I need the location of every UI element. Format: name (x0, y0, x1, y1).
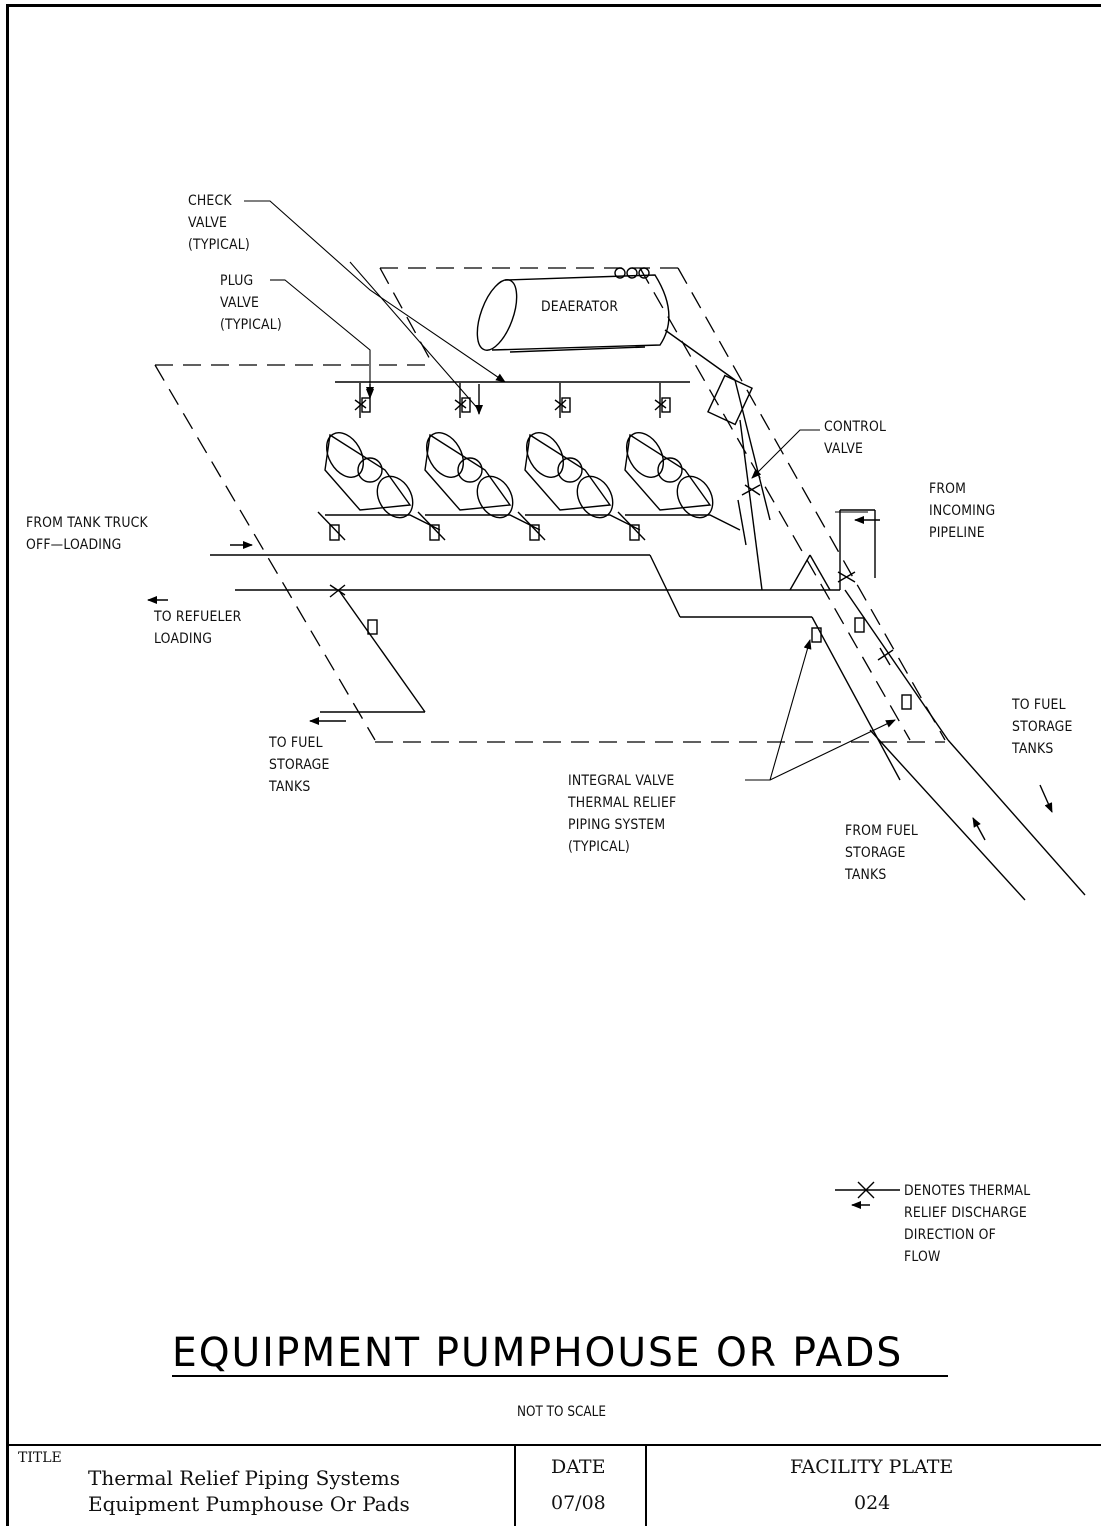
drawing-title-underline (172, 1375, 948, 1377)
label-to-fuel-storage-right: TO FUEL STORAGE TANKS (1012, 697, 1073, 757)
legend-text: DENOTES THERMAL RELIEF DISCHARGE DIRECTI… (904, 1183, 1031, 1265)
drawing-sheet-border (6, 4, 1101, 1526)
deaerator-vessel (476, 267, 670, 353)
scale-note: NOT TO SCALE (517, 1404, 606, 1420)
title-block: TITLE Thermal Relief Piping Systems Equi… (6, 1444, 1101, 1526)
title-line-2: Equipment Pumphouse Or Pads (88, 1492, 410, 1516)
label-from-tank-truck: FROM TANK TRUCK OFF—LOADING (26, 515, 148, 553)
legend-thermal-relief-symbol (835, 1181, 900, 1209)
label-plug-valve: PLUG VALVE (TYPICAL) (220, 273, 282, 333)
control-valve-symbol (707, 374, 763, 591)
label-check-valve: CHECK VALVE (TYPICAL) (188, 193, 250, 253)
title-block-divider (514, 1446, 516, 1526)
drawing-title: EQUIPMENT PUMPHOUSE OR PADS (172, 1330, 904, 1376)
label-from-fuel-storage: FROM FUEL STORAGE TANKS (845, 823, 919, 883)
label-deaerator: DEAERATOR (541, 299, 619, 315)
main-piping (210, 509, 1086, 901)
pump-unit-4 (617, 383, 741, 541)
title-line-1: Thermal Relief Piping Systems (88, 1466, 401, 1490)
date-caption: DATE (551, 1456, 606, 1478)
facility-plate-value: 024 (854, 1492, 891, 1514)
title-caption: TITLE (18, 1450, 62, 1466)
label-from-incoming-pipeline: FROM INCOMING PIPELINE (929, 481, 996, 541)
pump-unit-3 (517, 383, 641, 541)
label-control-valve: CONTROL VALVE (824, 419, 887, 457)
date-value: 07/08 (551, 1492, 606, 1514)
label-to-fuel-storage-left: TO FUEL STORAGE TANKS (269, 735, 330, 795)
facility-plate-caption: FACILITY PLATE (790, 1456, 954, 1478)
title-block-divider (645, 1446, 647, 1526)
pad-outline-dashed (154, 267, 946, 743)
pump-unit-1 (317, 383, 441, 541)
leader-lines (244, 200, 896, 781)
label-integral-valve: INTEGRAL VALVE THERMAL RELIEF PIPING SYS… (568, 773, 677, 855)
label-to-refueler-loading: TO REFUELER LOADING (154, 609, 242, 647)
